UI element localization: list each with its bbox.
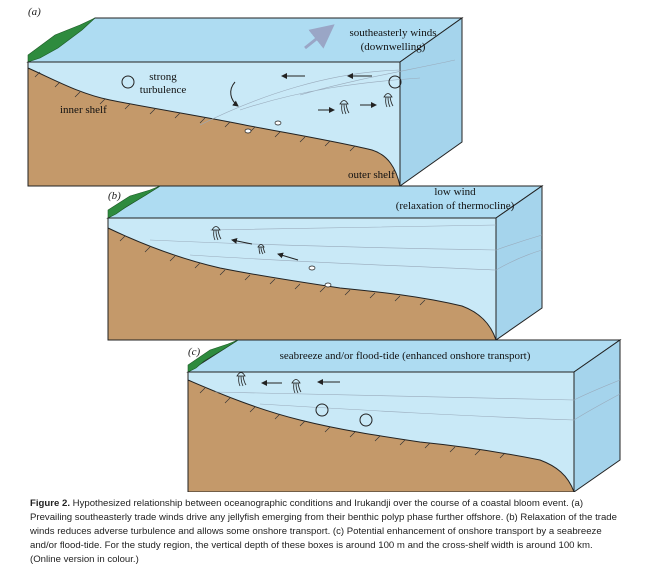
panel-a-wind-arrow bbox=[304, 24, 335, 50]
figure-caption: Figure 2. Hypothesized relationship betw… bbox=[30, 497, 620, 567]
panel-a-polyp-2 bbox=[274, 120, 282, 126]
panel-b-seabed bbox=[107, 225, 497, 341]
panel-b-label: (b) bbox=[108, 190, 121, 202]
panel-c-seabed-hatch bbox=[199, 387, 506, 459]
panel-b-wind-sublabel: (relaxation of thermocline) bbox=[396, 200, 515, 212]
panel-c-turbulence-icon-2 bbox=[359, 413, 373, 427]
panel-a-inner-shelf-label: inner shelf bbox=[60, 104, 107, 116]
caption-text: Hypothesized relationship between oceano… bbox=[30, 498, 617, 565]
panel-c-wind-label: seabreeze and/or flood-tide (enhanced on… bbox=[280, 350, 531, 362]
panel-a-outer-shelf-label: outer shelf bbox=[348, 169, 395, 181]
panel-b: (b) low wind (relaxation of thermocline) bbox=[106, 185, 544, 341]
panel-a-wind-label: southeasterly winds bbox=[349, 27, 436, 39]
caption-title: Figure 2. bbox=[30, 498, 70, 509]
panel-b-onshore-arrow-2 bbox=[277, 252, 299, 261]
panel-b-thermocline bbox=[149, 224, 543, 271]
panel-b-seabed-hatch bbox=[119, 235, 426, 306]
panel-a-seabed bbox=[27, 62, 401, 187]
panel-b-polyp bbox=[308, 265, 316, 271]
panel-c-seabed bbox=[187, 378, 575, 492]
panel-a-thermocline bbox=[199, 59, 456, 126]
panel-c-water-side bbox=[573, 339, 621, 492]
panel-b-water-side bbox=[495, 185, 543, 341]
panel-c-turbulence-icon bbox=[315, 403, 329, 417]
panel-a-water-side bbox=[399, 17, 463, 187]
panel-c-label: (c) bbox=[188, 346, 201, 358]
panel-b-onshore-arrow-1 bbox=[231, 238, 253, 245]
panel-c: (c) seabreeze and/or flood-tide (enhance… bbox=[186, 339, 622, 492]
panel-c-jellyfish-icon bbox=[236, 372, 302, 394]
panel-a-label: (a) bbox=[28, 6, 41, 18]
panel-a-turbulence-icon-2 bbox=[388, 75, 402, 89]
panel-a-turbulence-sublabel: turbulence bbox=[140, 84, 187, 96]
panel-b-jellyfish-icon bbox=[211, 226, 266, 255]
panel-b-land bbox=[107, 185, 161, 219]
panel-a-polyp bbox=[244, 128, 252, 134]
panel-a-seabed-hatch bbox=[34, 71, 356, 152]
panel-c-land bbox=[187, 339, 239, 373]
panel-a-downwelling-arrow bbox=[230, 81, 239, 107]
panel-a-turbulence-icon bbox=[121, 75, 135, 89]
panel-a-jellyfish-icon bbox=[339, 93, 394, 115]
oceanographic-diagram: (a) southeasterly winds (downwelling) st… bbox=[26, 6, 622, 492]
panel-b-polyp-2 bbox=[324, 282, 332, 288]
panel-a-water-surface bbox=[26, 17, 464, 63]
panel-a-turbulence-label: strong bbox=[149, 71, 177, 83]
panel-b-wind-label: low wind bbox=[434, 186, 476, 198]
panel-a-land bbox=[27, 17, 96, 63]
panel-a-wind-sublabel: (downwelling) bbox=[361, 41, 426, 53]
panel-a: (a) southeasterly winds (downwelling) st… bbox=[26, 6, 464, 187]
